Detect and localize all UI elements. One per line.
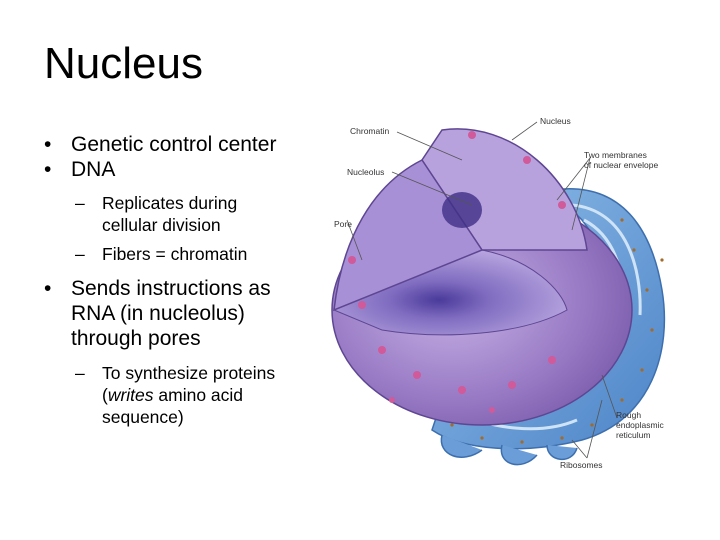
- sub-bullet-replicates: – Replicates during cellular division: [44, 192, 344, 236]
- sub-bullet-marker: –: [75, 193, 85, 213]
- bullet-text-italic: writes: [107, 385, 154, 405]
- bullet-dna: • DNA: [44, 157, 344, 182]
- bullet-marker: •: [44, 277, 52, 300]
- bullet-text: DNA: [71, 158, 116, 181]
- label-line: of nuclear envelope: [584, 160, 659, 170]
- label-two-membranes: Two membranes of nuclear envelope: [584, 150, 658, 170]
- nucleus-illustration: Chromatin Nucleolus Pore Nucleus Two mem…: [322, 100, 720, 490]
- bullet-text: Genetic control center: [71, 133, 277, 156]
- bullet-marker: •: [44, 133, 52, 156]
- bullet-text: sequence): [102, 407, 184, 427]
- bullet-list: • Genetic control center • DNA – Replica…: [44, 132, 344, 428]
- label-pore: Pore: [334, 219, 352, 229]
- bullet-text: Fibers = chromatin: [102, 244, 248, 264]
- bullet-text: amino acid: [158, 385, 244, 405]
- label-line: Rough: [616, 410, 642, 420]
- sub-bullet-marker: –: [75, 363, 85, 383]
- bullet-sends-instructions: • Sends instructions as RNA (in nucleolu…: [44, 276, 344, 351]
- sub-bullet-marker: –: [75, 244, 85, 264]
- sub-bullet-synthesize: – To synthesize proteins (writes amino a…: [75, 363, 276, 427]
- label-line: endoplasmic: [616, 420, 664, 430]
- nucleus-sphere: [331, 128, 633, 426]
- ribosomes: [450, 218, 664, 444]
- bullet-text: through pores: [71, 327, 201, 350]
- sub-bullet-fibers: – Fibers = chromatin: [44, 243, 344, 265]
- label-line: reticulum: [616, 430, 651, 440]
- label-rough-er: Rough endoplasmic reticulum: [616, 410, 664, 440]
- nucleus-diagram: [331, 121, 666, 466]
- nuclear-pores: [348, 131, 566, 413]
- bullet-text: Sends instructions as: [71, 277, 271, 300]
- bullet-text: Replicates during: [102, 193, 238, 213]
- bullet-text: cellular division: [102, 215, 221, 235]
- label-leaders: [346, 121, 618, 459]
- label-chromatin: Chromatin: [350, 126, 390, 136]
- slide-title: Nucleus: [44, 39, 203, 88]
- bullet-genetic-control: • Genetic control center: [44, 132, 344, 157]
- label-nucleus: Nucleus: [540, 116, 571, 126]
- bullet-text: To synthesize proteins: [102, 363, 276, 383]
- label-ribosomes: Ribosomes: [560, 460, 603, 470]
- bullet-marker: •: [44, 158, 52, 181]
- bullet-text: RNA (in nucleolus): [71, 302, 245, 325]
- label-line: Two membranes: [584, 150, 647, 160]
- label-nucleolus: Nucleolus: [347, 167, 385, 177]
